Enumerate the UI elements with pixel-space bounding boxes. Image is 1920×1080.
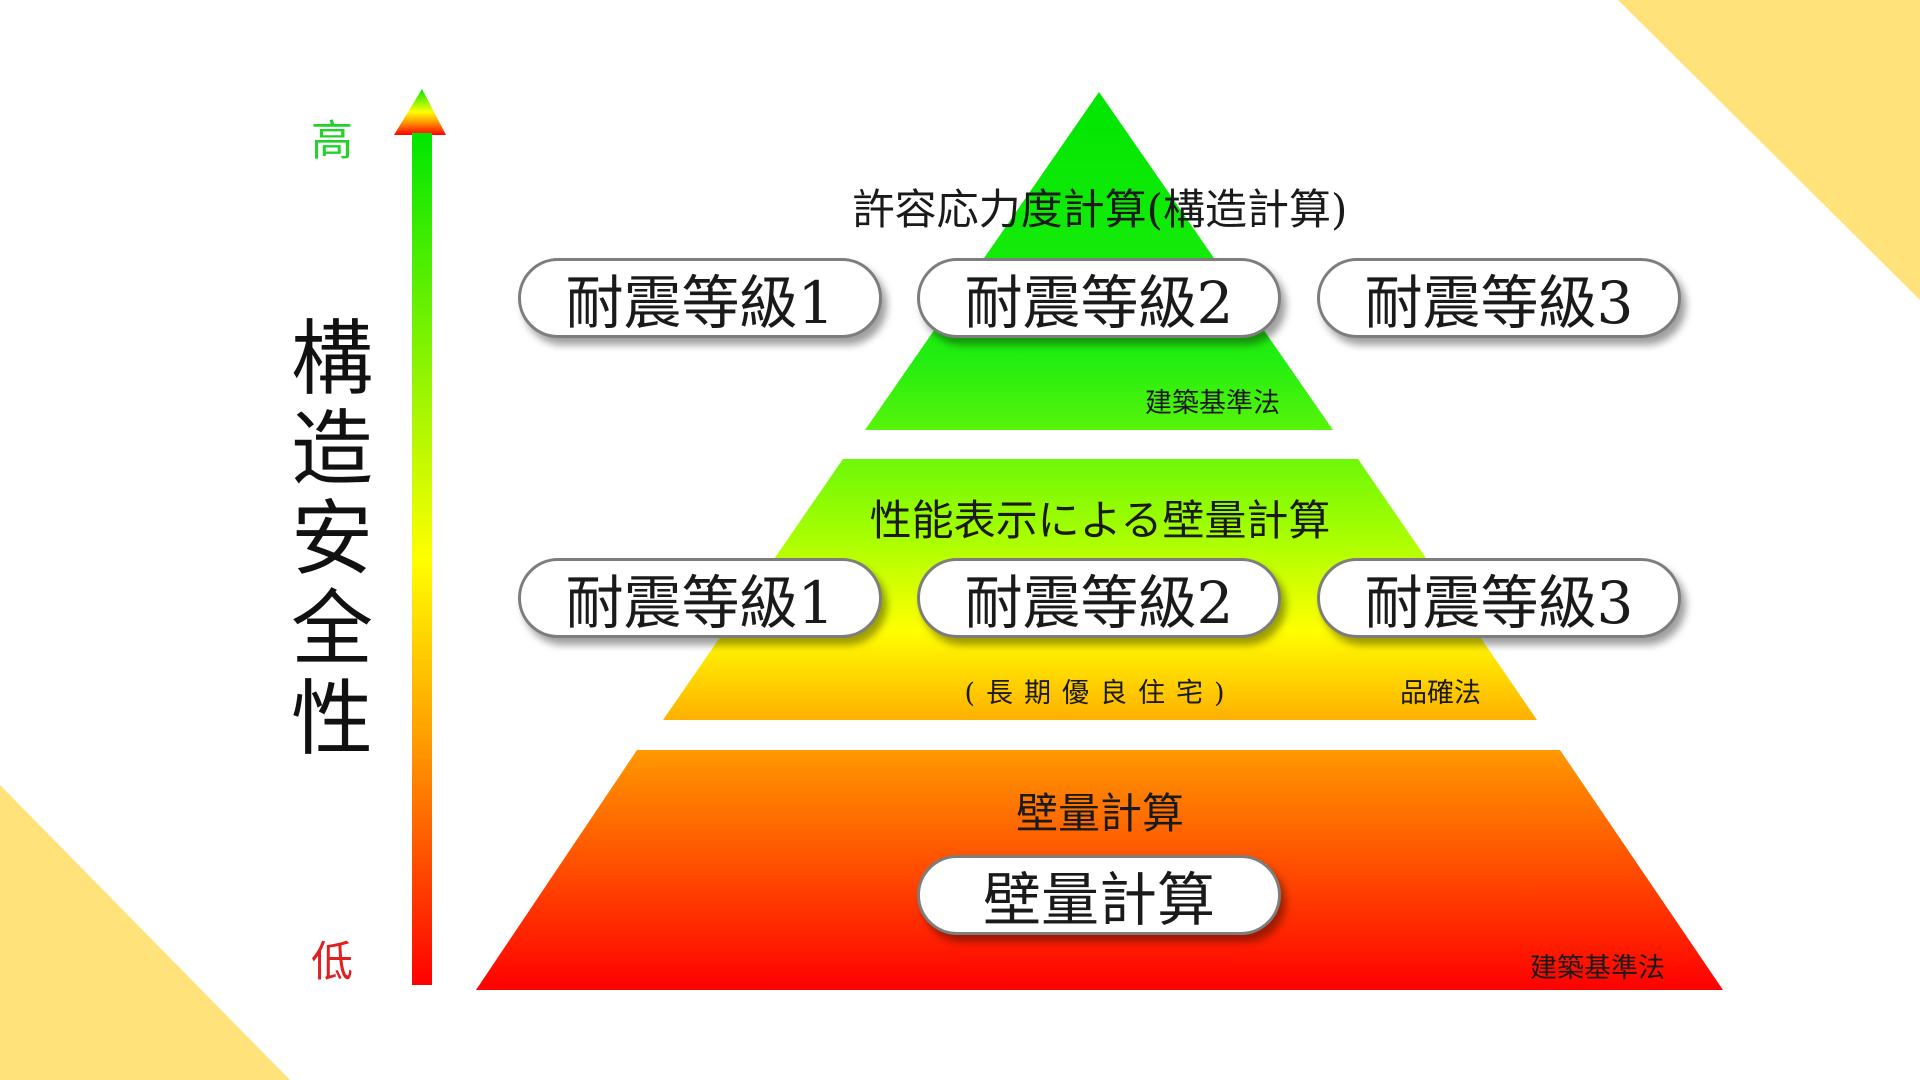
long-term-housing-note: (長期優良住宅) [964, 678, 1236, 709]
tier-bottom-title: 壁量計算 [1015, 789, 1184, 838]
axis-title-char: 全 [290, 582, 373, 677]
axis-title: 構 造 安 全 性 [282, 315, 382, 765]
axis-title-char: 構 [290, 312, 373, 407]
middle-law-label: 品確法 [1400, 678, 1481, 709]
middle-seismic-grade-3: 耐震等級3 [1317, 558, 1681, 638]
axis-title-char: 性 [290, 672, 373, 767]
middle-seismic-grade-2: 耐震等級2 [917, 558, 1281, 638]
middle-seismic-grade-1: 耐震等級1 [518, 558, 882, 638]
top-law-label: 建築基準法 [1145, 388, 1280, 419]
axis-title-char: 安 [290, 492, 373, 587]
axis-title-char: 造 [290, 402, 373, 497]
top-seismic-grade-1: 耐震等級1 [518, 258, 882, 338]
axis-low-label: 低 [310, 937, 353, 986]
tier-top-title: 許容応力度計算(構造計算) [852, 185, 1348, 234]
bottom-law-label: 建築基準法 [1530, 953, 1665, 984]
top-seismic-grade-3: 耐震等級3 [1317, 258, 1681, 338]
tier-middle-title: 性能表示による壁量計算 [869, 496, 1331, 545]
bottom-wall-calculation: 壁量計算 [917, 855, 1281, 935]
safety-axis-arrow [394, 89, 446, 985]
top-seismic-grade-2: 耐震等級2 [917, 258, 1281, 338]
axis-high-label: 高 [310, 116, 353, 165]
